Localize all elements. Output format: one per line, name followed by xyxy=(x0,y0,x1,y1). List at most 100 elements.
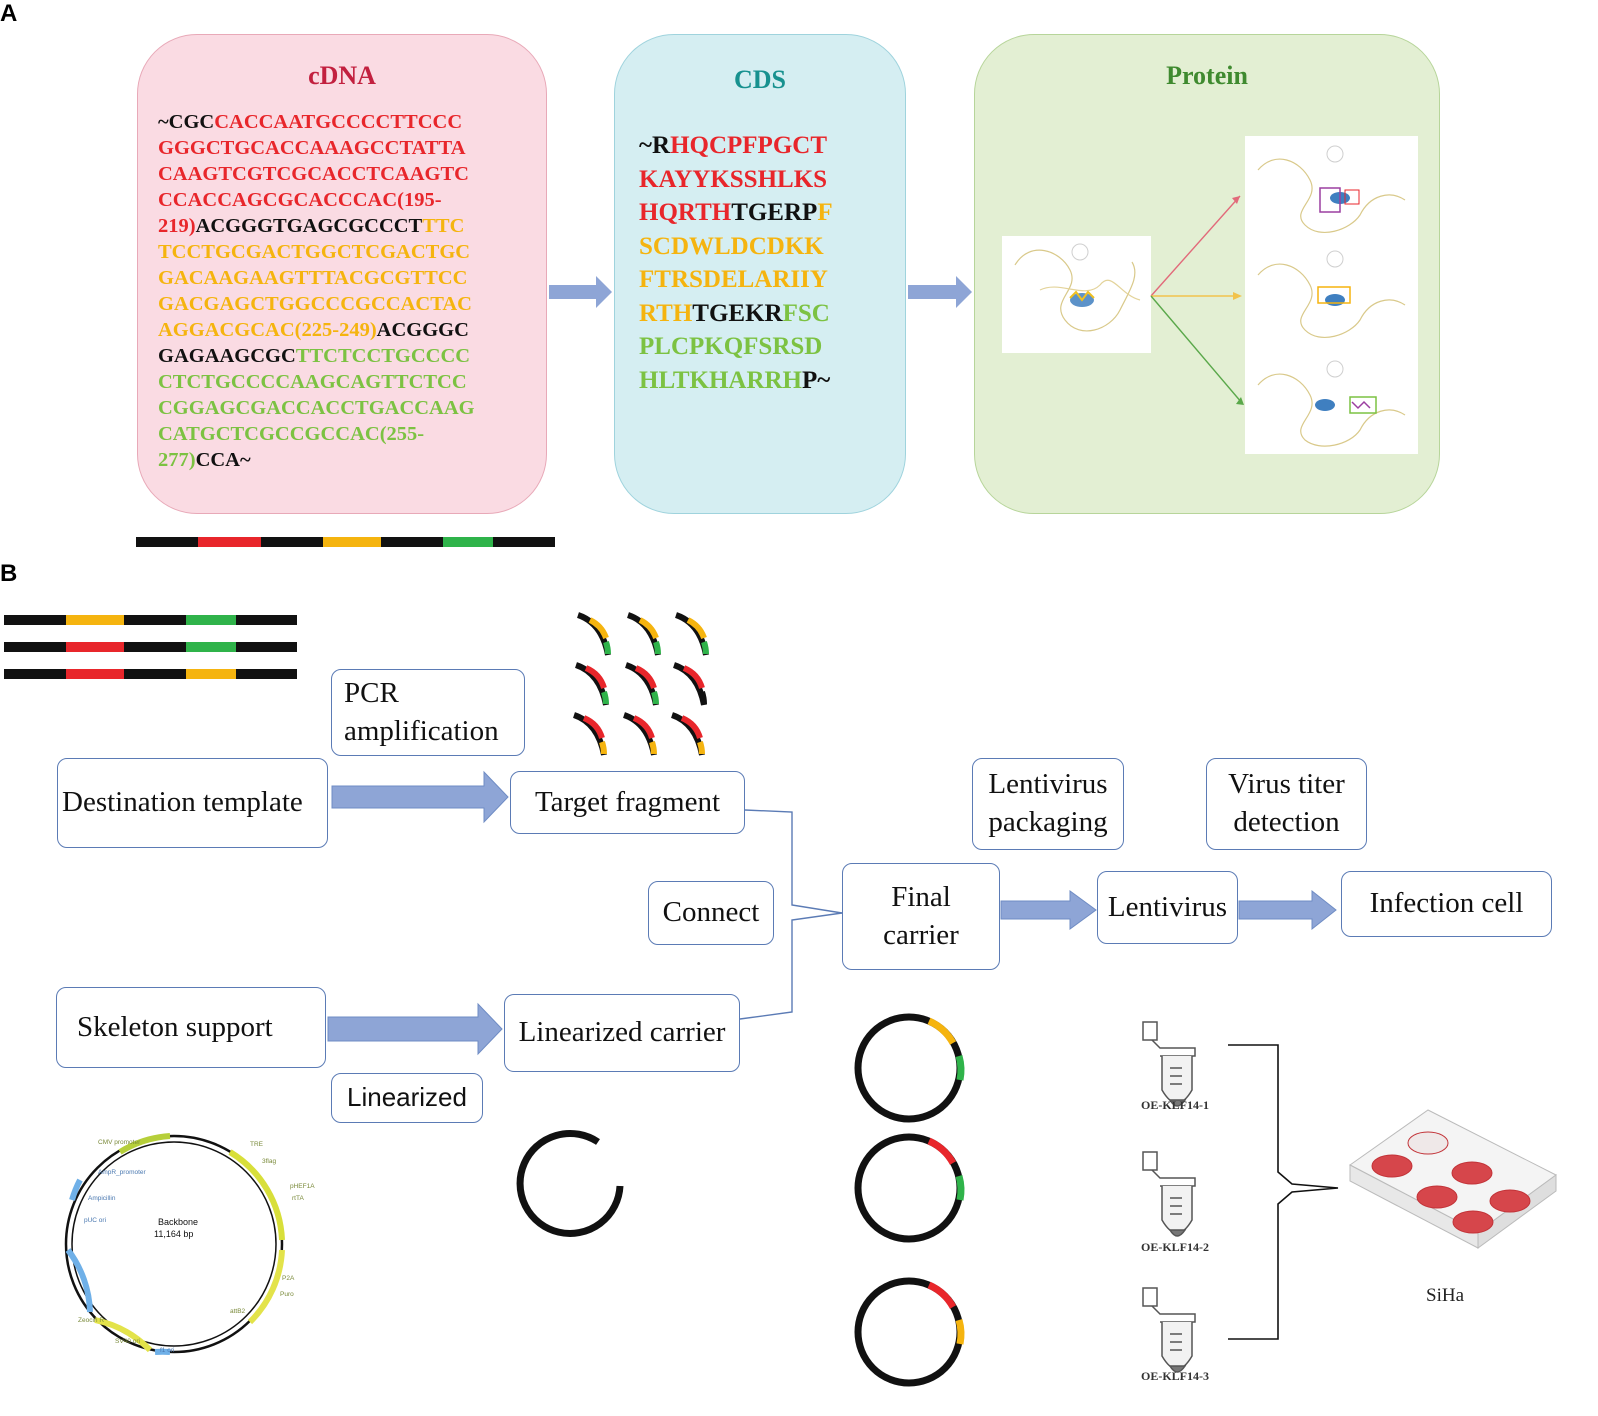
cds-title: CDS xyxy=(733,65,786,94)
tube-2-icon xyxy=(1142,1151,1196,1237)
panel-b-graphics: Backbone 11,164 bp CMV promoter TRE 3flagA… xyxy=(4,612,1557,1387)
tubes xyxy=(1142,1021,1196,1373)
cdna-sequence-segment-blk: ACGGGC xyxy=(376,319,469,341)
tube-label-3: OE-KLF14-3 xyxy=(1141,1369,1209,1383)
plasmid-feature-label: Ampicillin xyxy=(88,1195,116,1202)
plasmid-feature-label: pHEF1A xyxy=(290,1183,315,1190)
destination-template-box: Destination template xyxy=(57,758,328,848)
cdna-sequence-line: CATGCTCGCCGCCAC(255- xyxy=(158,421,475,447)
cdna-sequence-segment-blk: CCA~ xyxy=(195,449,251,471)
linearized-carrier-box: Linearized carrier xyxy=(504,994,740,1072)
cds-sequence-segment-grn: PLCPKQFSRSD xyxy=(639,333,823,360)
connect-label: Connect xyxy=(648,881,774,945)
grouping-brace xyxy=(1228,1044,1339,1340)
cdna-title: cDNA xyxy=(308,61,376,90)
six-well-plate-icon xyxy=(1349,1109,1557,1249)
panel-label-b: B xyxy=(0,560,18,587)
cds-sequence-line: ~RHQCPFPGCT xyxy=(639,129,833,163)
cds-sequence-segment-red: KAYYKSSHLKS xyxy=(639,165,828,193)
diverging-arrows xyxy=(1150,195,1244,405)
arrow-cdna-to-cds xyxy=(549,276,612,308)
plasmid-size: 11,164 bp xyxy=(154,1229,193,1239)
tube-3-icon xyxy=(1142,1287,1196,1373)
linearized-ring xyxy=(516,1129,624,1237)
cds-sequence-segment-grn: FSC xyxy=(782,299,830,327)
plasmid-feature-label: rtTA xyxy=(292,1195,304,1202)
cdna-sequence-line: CTCTGCCCCAAGCAGTTCTCC xyxy=(158,369,475,395)
tube-label-2: OE-KLF14-2 xyxy=(1141,1240,1209,1254)
cdna-sequence-line: 277)CCA~ xyxy=(158,447,475,473)
cds-sequence-line: HQRTHTGERPF xyxy=(639,196,833,230)
cdna-sequence-line: GAGAAGCGCTTCTCCTGCCCC xyxy=(158,343,475,369)
plasmid-feature-label: SV40 ori xyxy=(115,1338,140,1345)
infection-cell-box: Infection cell xyxy=(1341,871,1552,937)
protein-title: Protein xyxy=(1166,61,1248,90)
cds-sequence-line: RTHTGEKRFSC xyxy=(639,297,833,331)
plasmid-feature-label: f1 ori xyxy=(160,1347,174,1354)
plasmid-feature-label: AmpR_promoter xyxy=(98,1169,147,1176)
cdna-sequence-segment-red: GGGCTGCACCAAAGCCTATTA xyxy=(158,137,466,159)
plasmid-feature-label: P2A xyxy=(282,1275,295,1282)
cdna-sequence-segment-red: CAAGTCGTCGCACCTCAAGTC xyxy=(158,163,469,185)
cdna-sequence-segment-grn: 277) xyxy=(158,449,196,471)
cds-sequence-segment-red: HQCPFPGCT xyxy=(670,132,827,159)
cds-sequence-segment-yel: SCDWLDCDKK xyxy=(639,232,824,260)
cdna-sequence-segment-blk: ~CGC xyxy=(158,111,215,133)
cdna-sequence-line: 219)ACGGGTGAGCGCCCTTTC xyxy=(158,213,475,239)
cdna-sequence-line: CGGAGCGACCACCTGACCAAG xyxy=(158,395,475,421)
cdna-sequence-segment-yel: TCCTGCGACTGGCTCGACTGC xyxy=(158,241,471,263)
pcr-amplification-label: PCR amplification xyxy=(331,669,525,756)
plasmid-feature-label: 3flag xyxy=(262,1158,276,1165)
cds-sequence-segment-blk: TGEKR xyxy=(692,299,783,327)
cdna-sequence-segment-blk: GAGAAGCGC xyxy=(158,345,296,367)
plasmid-feature-label: pUC ori xyxy=(84,1217,106,1224)
cds-sequence-segment-yel: FTRSDELARIIY xyxy=(639,266,828,293)
cdna-sequence-segment-grn: CGGAGCGACCACCTGACCAAG xyxy=(158,397,475,419)
cds-sequence-segment-blk: TGERP xyxy=(731,199,818,226)
cds-sequence-segment-red: HQRTH xyxy=(639,199,732,226)
skeleton-support-box: Skeleton support xyxy=(56,987,326,1068)
protein-structure-main xyxy=(1002,236,1151,353)
cdna-sequence-line: ~CGCCACCAATGCCCCTTCCC xyxy=(158,109,475,135)
target-fragment-box: Target fragment xyxy=(510,771,745,834)
amplified-fragments xyxy=(572,612,709,756)
cdna-sequence-segment-red: CACCAATGCCCCTTCCC xyxy=(214,111,463,133)
process-arrows xyxy=(327,770,1337,1056)
cdna-sequence-line: CAAGTCGTCGCACCTCAAGTC xyxy=(158,161,475,187)
tube-label-1: OE-KLF14-1 xyxy=(1141,1098,1209,1112)
plasmid-feature-label: TRE xyxy=(250,1141,264,1148)
cdna-sequence-line: GACGAGCTGGCCCGCCACTAC xyxy=(158,291,475,317)
plasmid-feature-label: attB2 xyxy=(230,1308,246,1315)
panel-a-graphics xyxy=(136,136,1418,547)
final-carrier-box: Final carrier xyxy=(842,863,1000,970)
cdna-sequence-segment-red: 219) xyxy=(158,215,196,237)
cds-sequence-segment-yel: RTH xyxy=(639,299,693,327)
cds-sequence-line: SCDWLDCDKK xyxy=(639,230,833,264)
cdna-sequence-segment-yel: GACGAGCTGGCCCGCCACTAC xyxy=(158,293,472,315)
cdna-sequence-line: CCACCAGCGCACCCAC(195- xyxy=(158,187,475,213)
cdna-sequence-segment-grn: TTCTCCTGCCCC xyxy=(295,345,471,367)
linearized-label: Linearized xyxy=(331,1073,483,1123)
cds-sequence-segment-blk: P~ xyxy=(802,366,831,394)
cdna-sequence-segment-grn: CATGCTCGCCGCCAC(255- xyxy=(158,423,425,445)
cdna-sequence-segment-blk: ACGGGTGAGCGCCCT xyxy=(195,215,423,237)
arrow-cds-to-protein xyxy=(908,276,972,308)
cds-sequence-line: FTRSDELARIIY xyxy=(639,263,833,297)
cdna-sequence-line: GGGCTGCACCAAAGCCTATTA xyxy=(158,135,475,161)
tube-1-icon xyxy=(1142,1021,1196,1107)
template-bars xyxy=(4,615,297,679)
backbone-plasmid-map: Backbone 11,164 bp CMV promoter TRE 3flagA… xyxy=(64,1133,315,1355)
plasmid-feature-label: CMV promoter xyxy=(98,1139,141,1146)
connector-lines xyxy=(739,809,843,1020)
cell-line-label: SiHa xyxy=(1426,1285,1464,1306)
plasmid-name: Backbone xyxy=(158,1217,198,1227)
final-carrier-rings xyxy=(854,1013,965,1387)
cdna-sequence-segment-yel: AGGACGCAC(225-249) xyxy=(158,319,377,341)
cds-sequence-line: HLTKHARRHP~ xyxy=(639,364,833,398)
cdna-sequence-segment-yel: TTC xyxy=(422,215,465,237)
cdna-sequence-segment-grn: CTCTGCCCCAAGCAGTTCTCC xyxy=(158,371,467,393)
cdna-sequence-segment-yel: GACAAGAAGTTTACGCGTTCC xyxy=(158,267,468,289)
cdna-sequence-line: GACAAGAAGTTTACGCGTTCC xyxy=(158,265,475,291)
cds-sequence-line: PLCPKQFSRSD xyxy=(639,330,833,364)
